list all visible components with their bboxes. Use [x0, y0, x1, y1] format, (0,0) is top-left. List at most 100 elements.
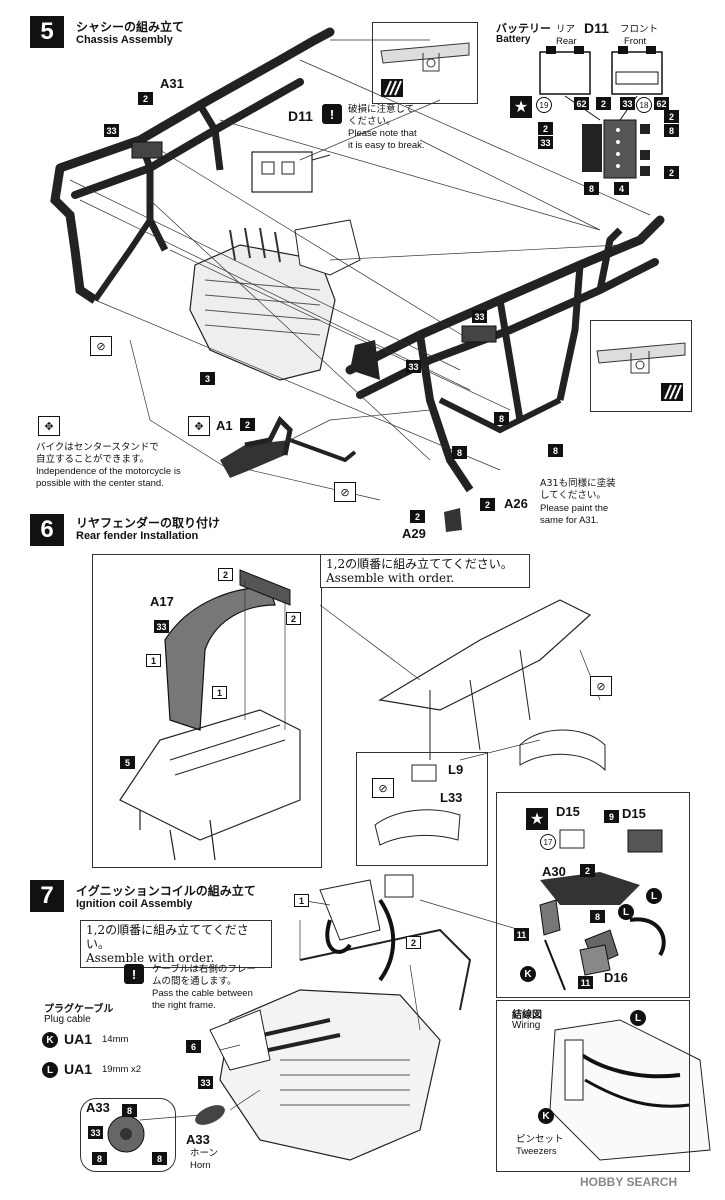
part-d16-label: D16 [604, 970, 628, 985]
no-glue-icon-a: ⊘ [90, 336, 112, 356]
frame-inset-right-drawing [596, 342, 686, 401]
part-33-tag-horn-b: 33 [88, 1126, 103, 1139]
no-glue-icon-b: ⊘ [334, 482, 356, 502]
cable-note-en-1: Pass the cable between [152, 988, 253, 999]
caution-icon: ! [322, 104, 342, 124]
part-4-tag: 4 [614, 182, 629, 195]
wiring-detail-inset [496, 1000, 690, 1172]
step5-note-en-2: it is easy to break. [348, 140, 425, 151]
cable-note-jp-1: ケーブルは右側のフレー [152, 964, 256, 975]
part-d11-label: D11 [288, 108, 313, 124]
cable-k-icon-a: K [520, 966, 536, 982]
part-8-tag-d: 8 [548, 444, 563, 457]
part-2-tag-a: 2 [138, 92, 153, 105]
paint-note-en-2: same for A31. [540, 515, 599, 526]
part-33-tag-a: 33 [104, 124, 119, 137]
part-2-tag-coil: 2 [580, 864, 595, 877]
part-33-tag-fender: 33 [154, 620, 169, 633]
part-2-tag-g: 2 [240, 418, 255, 431]
order-2-tag-c: 2 [406, 936, 421, 949]
wiring-label-jp: 結線図 [512, 1010, 542, 1021]
cable-l-icon-a: L [646, 888, 662, 904]
battery-part-d11: D11 [584, 20, 609, 36]
cable-l-icon-b: L [618, 904, 634, 920]
stand-note-jp-1: バイクはセンタースタンドで [36, 442, 159, 453]
frame-inset-top [372, 22, 478, 104]
part-5-tag: 5 [120, 756, 135, 769]
horn-detail-inset [80, 1098, 176, 1172]
star-icon-b: ★ [526, 808, 548, 830]
part-d15-label-b: D15 [622, 806, 646, 821]
star-icon: ★ [510, 96, 532, 118]
step6-order-note: 1,2の順番に組み立ててください。 Assemble with order. [320, 554, 530, 588]
part-11-tag-a: 11 [514, 928, 529, 941]
step-6-title-en: Rear fender Installation [76, 530, 199, 542]
tweezers-label-en: Tweezers [516, 1146, 557, 1157]
part-9-tag: 9 [604, 810, 619, 823]
cable-l-icon-c: L [42, 1062, 58, 1078]
frame-inset-top-drawing [380, 42, 470, 97]
part-3-tag: 3 [200, 372, 215, 385]
step-7-title-en: Ignition coil Assembly [76, 898, 193, 910]
part-8-tag-horn-c: 8 [152, 1152, 167, 1165]
plug-cable-label-jp: プラグケーブル [44, 1004, 114, 1015]
rear-label-en: Rear [556, 36, 577, 47]
step-5-number: 5 [30, 16, 64, 48]
rear-fender-drawing [119, 569, 606, 861]
part-l9-label: L9 [448, 762, 464, 777]
part-2-tag-d: 2 [664, 166, 679, 179]
ua1-l-label: UA1 [64, 1061, 93, 1077]
part-a17-label: A17 [150, 594, 174, 609]
part-a31-label: A31 [160, 76, 184, 91]
part-6-tag: 6 [186, 1040, 201, 1053]
part-33-tag-c: 33 [472, 310, 487, 323]
part-33-tag-battery: 33 [620, 97, 635, 110]
horn-label-jp: ホーン [190, 1148, 219, 1159]
battery-label-jp: バッテリー [496, 22, 551, 35]
part-l33-label: L33 [440, 790, 463, 805]
frame-coil-parts-panel [496, 792, 690, 998]
part-8-tag-e: 8 [452, 446, 467, 459]
no-glue-icon-d: ⊘ [372, 778, 394, 798]
ignition-coil-drawing [107, 829, 711, 1161]
order-1-tag-c: 1 [294, 894, 309, 907]
part-11-tag-b: 11 [578, 976, 593, 989]
cable-k-icon-c: K [538, 1108, 554, 1124]
part-d15-label-a: D15 [556, 804, 580, 819]
step-5-title-en: Chassis Assembly [76, 34, 173, 46]
step5-note-en-1: Please note that [348, 128, 417, 139]
part-33-tag-b: 33 [538, 136, 553, 149]
order-2-tag-b: 2 [286, 612, 301, 625]
part-a33-label: A33 [86, 1100, 110, 1115]
part-a29-label: A29 [402, 526, 426, 541]
paint-note-jp-2: してください。 [540, 490, 606, 501]
paint-note-en-1: Please paint the [540, 503, 609, 514]
caution-icon-b: ! [124, 964, 144, 984]
step-6-title-jp: リヤフェンダーの取り付け [76, 516, 221, 530]
part-a1-label: A1 [216, 418, 233, 433]
order-1-tag-a: 1 [146, 654, 161, 667]
no-glue-icon-c: ⊘ [590, 676, 612, 696]
front-label-en: Front [624, 36, 647, 47]
cable-k-icon-b: K [42, 1032, 58, 1048]
step-7-title-jp: イグニッションコイルの組み立て [76, 884, 256, 898]
part-8-tag-horn-a: 8 [122, 1104, 137, 1117]
step5-note-jp-2: ください。 [348, 116, 396, 127]
part-62-tag-b: 62 [654, 97, 669, 110]
part-a26-label: A26 [504, 496, 528, 511]
part-a30-label: A30 [542, 864, 566, 879]
part-2-tag-b: 2 [538, 122, 553, 135]
cable-note-en-2: the right frame. [152, 1000, 216, 1011]
wiring-label-en: Wiring [512, 1020, 541, 1031]
step6-order-jp: 1,2の順番に組み立ててください。 [326, 557, 513, 571]
part-8-tag-horn-b: 8 [92, 1152, 107, 1165]
part-2-tag-f: 2 [410, 510, 425, 523]
front-label-jp: フロント [620, 24, 659, 35]
step7-order-note: 1,2の順番に組み立ててください。 Assemble with order. [80, 920, 272, 968]
watermark-logo: HOBBY SEARCH [580, 1175, 678, 1189]
part-8-tag-a: 8 [664, 124, 679, 137]
stand-note-en-1: Independence of the motorcycle is [36, 466, 181, 477]
step-6-number: 6 [30, 514, 64, 546]
part-2-tag-battery: 2 [596, 97, 611, 110]
